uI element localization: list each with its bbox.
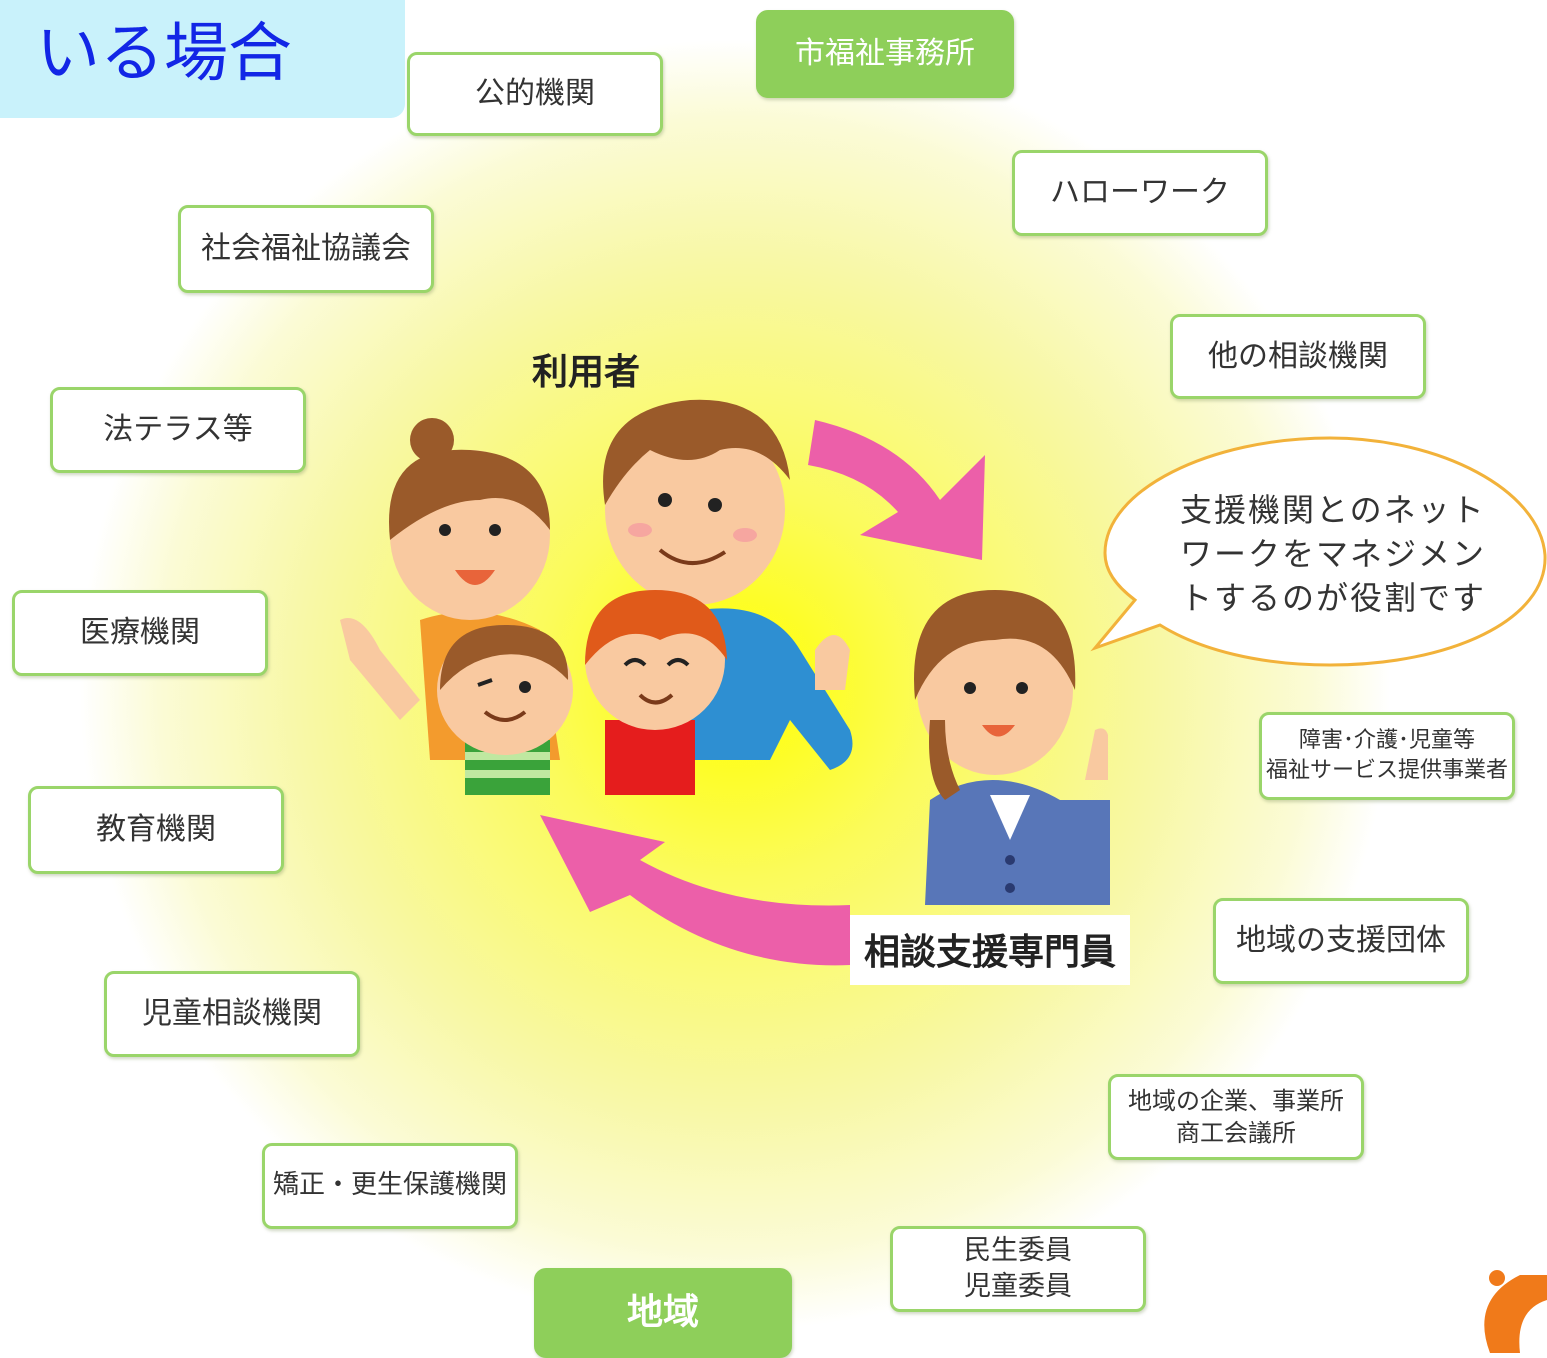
node-region: 地域 <box>534 1268 792 1358</box>
boy-figure <box>437 625 573 795</box>
node-public-agencies: 公的機関 <box>407 52 663 136</box>
user-label: 利用者 <box>532 352 641 393</box>
node-hello-work: ハローワーク <box>1012 150 1268 236</box>
page-title: いる場合 <box>36 17 292 91</box>
corner-logo <box>1484 1270 1547 1353</box>
node-welfare-commissioners: 民生委員 児童委員 <box>890 1226 1146 1312</box>
node-legal-terrace: 法テラス等 <box>50 387 306 473</box>
node-education: 教育機関 <box>28 786 284 874</box>
node-other-consultation: 他の相談機関 <box>1170 314 1426 399</box>
bottom-arrow <box>540 815 850 966</box>
title-banner: いる場合 <box>0 0 405 118</box>
node-child-consultation: 児童相談機関 <box>104 971 360 1057</box>
speech-bubble-text: 支援機関とのネット ワークをマネジメン トするのが役割です <box>1180 491 1487 618</box>
node-correction: 矯正・更生保護機関 <box>262 1143 518 1229</box>
node-regional-support: 地域の支援団体 <box>1213 898 1469 984</box>
speech-bubble <box>1090 436 1547 667</box>
node-social-welfare-council: 社会福祉協議会 <box>178 205 434 293</box>
node-welfare-service-providers: 障害･介護･児童等 福祉サービス提供事業者 <box>1259 712 1515 800</box>
node-local-business: 地域の企業、事業所 商工会議所 <box>1108 1074 1364 1160</box>
node-medical: 医療機関 <box>12 590 268 676</box>
node-city-welfare-office: 市福祉事務所 <box>756 10 1014 98</box>
top-arrow <box>808 420 985 560</box>
specialist-label: 相談支援専門員 <box>850 915 1131 985</box>
specialist-figure <box>914 590 1110 905</box>
girl-figure <box>585 590 727 795</box>
